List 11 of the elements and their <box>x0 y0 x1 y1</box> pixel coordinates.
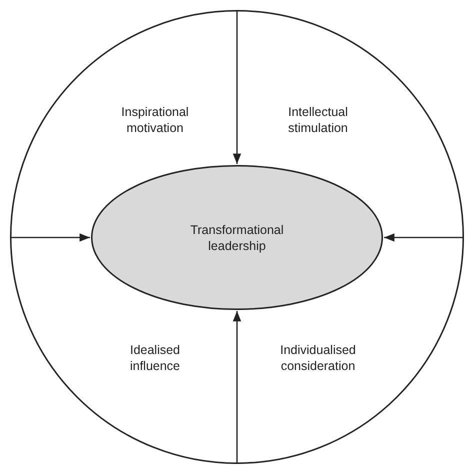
node-text: Transformational leadership <box>189 221 285 254</box>
arrow <box>384 233 464 242</box>
quadrant-label: Intellectual stimulation <box>287 104 349 136</box>
quadrant-label: Idealised influence <box>128 342 182 374</box>
outer-circle <box>10 10 464 464</box>
quadrant-label: Individualised consideration <box>279 342 357 374</box>
arrow <box>232 311 242 464</box>
quadrant-label: Inspirational motivation <box>120 104 190 136</box>
ellipse <box>91 165 383 310</box>
arrow <box>10 233 90 242</box>
arrow <box>232 10 242 164</box>
